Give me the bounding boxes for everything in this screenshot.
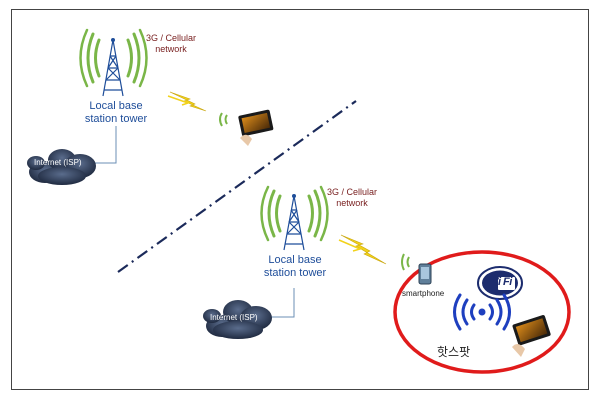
lightning-icon [338,234,387,265]
cell-tower-icon [79,28,148,97]
cloud-icon [203,300,272,339]
section-divider [117,100,357,273]
hotspot-label: 핫스팟 [437,345,471,359]
tower-to-cloud-line [268,288,295,318]
lightning-icon [167,91,207,112]
tower-label-line2: station tower [263,267,327,279]
smartphone-label: smartphone [402,289,445,298]
diagram-frame [11,9,589,390]
tower-to-cloud-line [92,126,117,164]
wifi-logo-text: Wi Fi [488,276,512,288]
cloud-label: Internet (ISP) [210,313,258,322]
wifi-waves-icon [453,293,511,331]
signal-waves-icon [406,256,410,268]
tablet-icon [219,109,274,146]
tower-label-line2: station tower [84,113,148,125]
tablet-icon [512,315,551,357]
network-label-line1: 3G / Cellular [326,187,378,197]
cell-tower-icon [260,185,329,251]
cloud-label: Internet (ISP) [34,158,82,167]
network-label-line2: network [336,198,368,208]
network-label-line2: network [155,44,187,54]
tower-label: Local base station tower [72,100,160,126]
network-label: 3G / Cellular network [320,187,384,209]
network-label: 3G / Cellular network [139,33,203,55]
tower-label-line1: Local base [268,254,322,266]
hotspot-ring [393,250,571,374]
tower-label-line1: Local base [89,100,143,112]
cloud-icon [27,149,96,185]
network-label-line1: 3G / Cellular [145,33,197,43]
signal-waves-icon [401,253,405,271]
smartphone-icon [418,263,432,285]
tower-label: Local base station tower [251,254,339,280]
wifi-logo-icon [477,266,523,300]
